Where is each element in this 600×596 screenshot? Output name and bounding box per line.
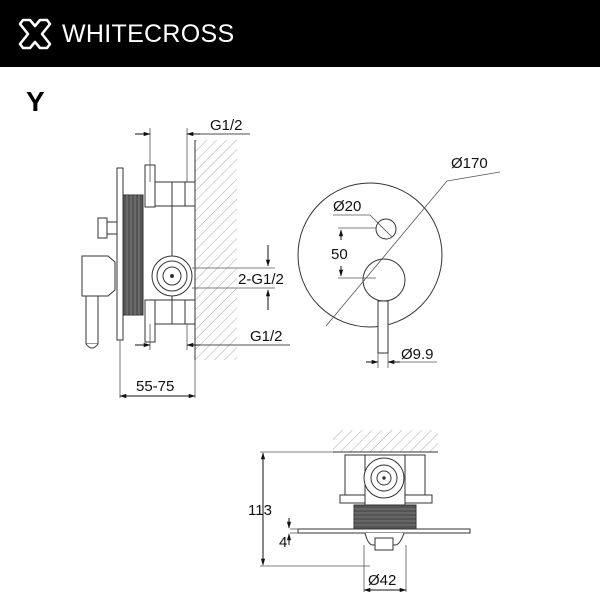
dim-outlets: 2-G1/2 — [238, 271, 284, 288]
bottom-view — [260, 430, 471, 593]
dim-total-depth: 113 — [248, 502, 272, 519]
dim-lever-diameter: Ø9.9 — [401, 346, 434, 363]
dim-top-inlet: G1/2 — [210, 117, 243, 134]
dim-button-diameter: Ø20 — [333, 198, 361, 215]
brand-name: WHITECROSS — [62, 20, 235, 48]
cross-x-icon — [18, 18, 52, 50]
front-view — [297, 171, 501, 368]
side-view — [81, 128, 290, 399]
dim-install-depth: 55-75 — [136, 378, 174, 395]
dim-handle-diameter: Ø42 — [368, 572, 396, 589]
brand-header: WHITECROSS — [0, 0, 600, 67]
variant-label: Y — [26, 86, 45, 117]
dim-center-distance: 50 — [331, 246, 348, 263]
dim-plate-thickness: 4 — [279, 534, 287, 551]
dim-plate-diameter: Ø170 — [451, 155, 488, 172]
dim-bottom-inlet: G1/2 — [250, 328, 283, 345]
